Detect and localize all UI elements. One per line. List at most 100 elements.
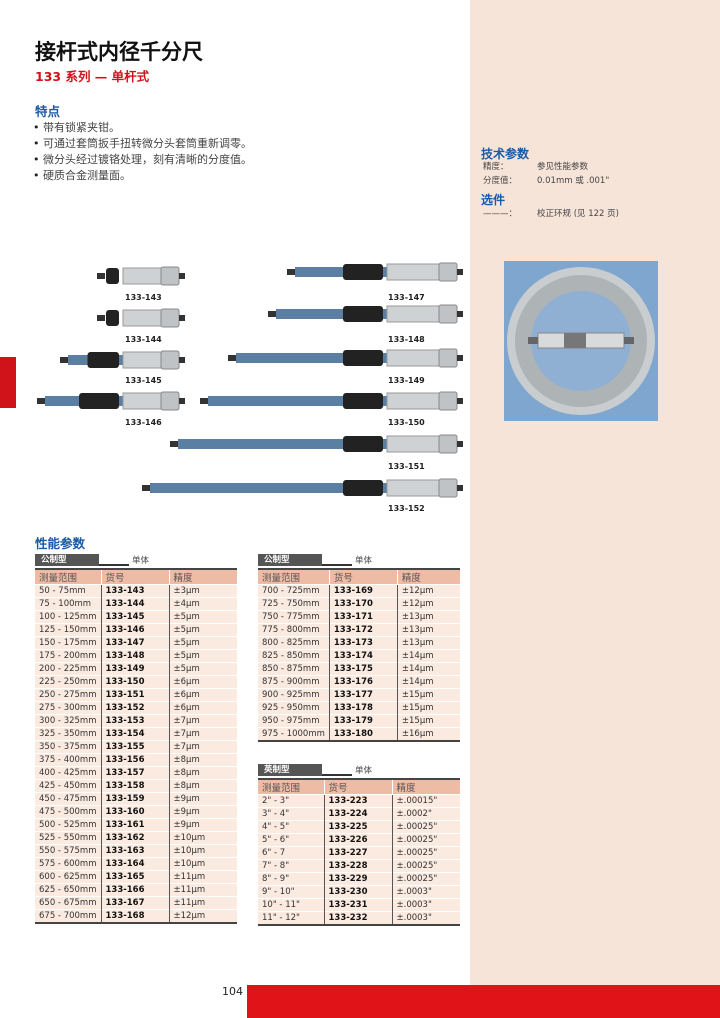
table-cell: 133-159 (100, 792, 169, 806)
table-cell: 133-146 (100, 623, 169, 637)
table-cell: ±.00015" (391, 794, 460, 808)
column-header: 货号 (328, 569, 398, 585)
table-cell: 550 - 575mm (35, 844, 101, 858)
table-cell: 11" - 12" (258, 911, 324, 925)
table-cell: ±8μm (168, 779, 237, 793)
table-cell: 133-155 (100, 740, 169, 754)
table-cell: 133-163 (100, 844, 169, 858)
table-cell: 133-172 (328, 623, 398, 637)
column-header: 精度 (391, 779, 460, 795)
specs-heading: 技术参数 (481, 147, 530, 161)
performance-heading: 性能参数 (35, 536, 86, 551)
column-header: 测量范围 (35, 569, 101, 585)
table-cell: 133-224 (323, 807, 392, 821)
table-cell: ±12μm (396, 597, 460, 611)
table-cell: 750 - 775mm (258, 610, 330, 624)
table-cell: 975 - 1000mm (258, 727, 330, 741)
table-cell: 325 - 350mm (35, 727, 101, 741)
feature-item: 硬质合金测量面。 (33, 168, 252, 184)
table-cell: 125 - 150mm (35, 623, 101, 637)
table-cell: 50 - 75mm (35, 584, 101, 598)
table-row: 2" - 3"133-223±.00015" (258, 794, 460, 808)
table-cell: ±9μm (168, 818, 237, 832)
table-cell: ±6μm (168, 688, 237, 702)
table-cell: ±6μm (168, 675, 237, 689)
table-cell: ±8μm (168, 766, 237, 780)
options-heading: 选件 (481, 193, 506, 207)
table-cell: ±.00025" (391, 872, 460, 886)
option-value: 校正环规 (见 122 页) (537, 209, 619, 219)
spec-value: 0.01mm 或 .001" (537, 176, 610, 186)
table-cell: 575 - 600mm (35, 857, 101, 871)
features-heading: 特点 (35, 104, 61, 119)
product-label: 133-151 (388, 462, 425, 471)
table-cell: ±7μm (168, 740, 237, 754)
table-cell: 525 - 550mm (35, 831, 101, 845)
table-cell: ±.00025" (391, 820, 460, 834)
table-cell: ±5μm (168, 636, 237, 650)
table-cell: 133-151 (100, 688, 169, 702)
table-row: 11" - 12"133-232±.0003" (258, 911, 460, 925)
table-cell: 4" - 5" (258, 820, 324, 834)
table-cell: ±5μm (168, 623, 237, 637)
table-cell: 133-165 (100, 870, 169, 884)
micrometer-133-145 (60, 350, 185, 370)
unit-type: 单体 (355, 766, 373, 776)
product-label: 133-144 (125, 335, 162, 344)
table-cell: ±.0003" (391, 898, 460, 912)
table-cell: ±12μm (168, 909, 237, 923)
column-header: 精度 (168, 569, 237, 585)
micrometer-133-148 (268, 304, 463, 324)
table-cell: ±5μm (168, 610, 237, 624)
table-cell: ±14μm (396, 649, 460, 663)
table-cell: 8" - 9" (258, 872, 324, 886)
micrometer-133-147 (287, 262, 463, 282)
spec-key: 分度值： (483, 176, 518, 186)
table-cell: 875 - 900mm (258, 675, 330, 689)
micrometer-133-144 (97, 308, 185, 328)
table-cell: ±16μm (396, 727, 460, 741)
table-cell: 133-177 (328, 688, 398, 702)
table-cell: ±11μm (168, 870, 237, 884)
footer-bar (247, 985, 720, 1018)
table-cell: 7" - 8" (258, 859, 324, 873)
table-cell: 275 - 300mm (35, 701, 101, 715)
features-list: 带有锁紧夹钳。 可通过套筒扳手扭转微分头套筒重新调零。 微分头经过镀铬处理，刻有… (33, 120, 252, 184)
table-cell: ±5μm (168, 662, 237, 676)
table-cell: 100 - 125mm (35, 610, 101, 624)
table-cell: 2" - 3" (258, 794, 324, 808)
table-cell: 725 - 750mm (258, 597, 330, 611)
table-cell: 133-144 (100, 597, 169, 611)
table-cell: 625 - 650mm (35, 883, 101, 897)
product-label: 133-143 (125, 293, 162, 302)
table-cell: 133-150 (100, 675, 169, 689)
table-cell: ±8μm (168, 753, 237, 767)
unit-type: 单体 (132, 556, 150, 566)
table-row: 10" - 11"133-231±.0003" (258, 898, 460, 912)
table-cell: 500 - 525mm (35, 818, 101, 832)
table-cell: 133-226 (323, 833, 392, 847)
page-number: 104 (222, 985, 243, 998)
product-label: 133-146 (125, 418, 162, 427)
micrometer-images (37, 262, 463, 498)
setting-ring-image (504, 261, 658, 421)
spec-key: 精度： (483, 162, 509, 172)
table-cell: 425 - 450mm (35, 779, 101, 793)
feature-item: 微分头经过镀铬处理，刻有清晰的分度值。 (33, 152, 252, 168)
table-cell: 650 - 675mm (35, 896, 101, 910)
table-cell: 133-223 (323, 794, 392, 808)
